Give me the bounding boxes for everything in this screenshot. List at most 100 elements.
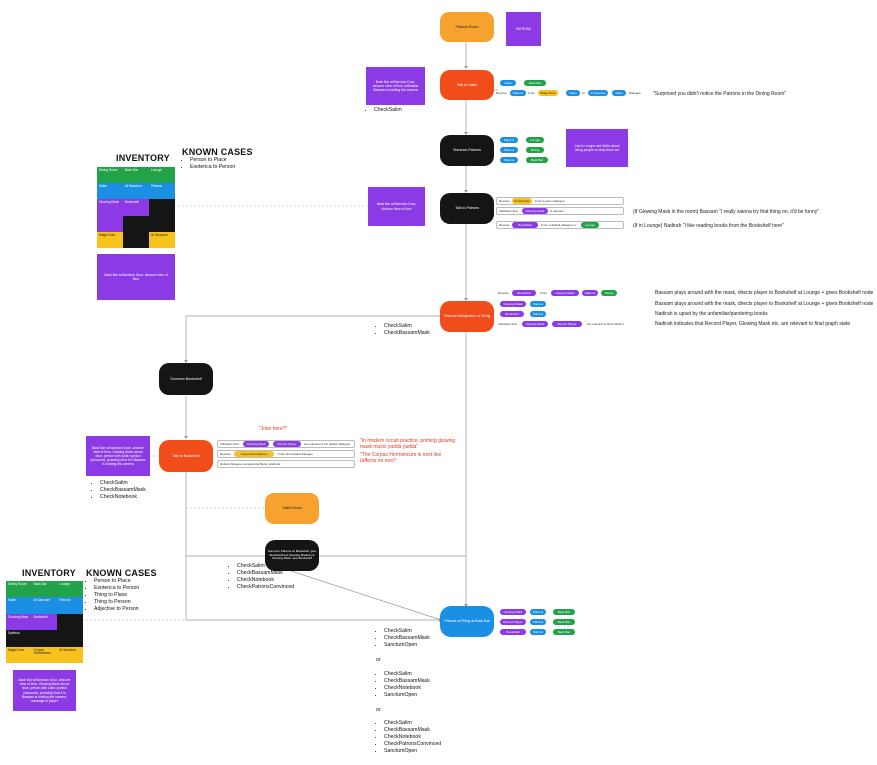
inventory-cell[interactable]: [31, 630, 58, 647]
inventory-cell[interactable]: At Sanctum: [123, 183, 149, 200]
known-case-item: Esoterica to Person: [190, 164, 235, 171]
inventory-cell[interactable]: Magic Door: [6, 646, 32, 663]
known-case-item: Thing to Place: [94, 592, 139, 599]
patrons-room-node[interactable]: Patrons Room: [440, 12, 494, 42]
inventory-cell[interactable]: Salim: [6, 597, 32, 614]
pill: Glowing Mask: [243, 441, 269, 447]
known-cases-title-1: KNOWN CASES: [182, 147, 253, 157]
pill: Corpus Hermeticum: [234, 451, 274, 457]
dialogue-row: [496, 221, 624, 229]
pill: Patrons: [530, 311, 546, 317]
corpus-note: "The Corpus Hermeticum is next line (aff…: [360, 452, 442, 465]
known-case-item: Person to Place: [94, 578, 139, 585]
salim-room-node[interactable]: Salim Room: [265, 493, 319, 524]
known-case-item: Adjective to Person: [94, 606, 139, 613]
label: are relevant to 1st default dialogue: [304, 442, 351, 446]
adjective-quote-2: Bassam plays around with the mask, direc…: [655, 301, 874, 307]
known-case-item: Esoterica to Person: [94, 585, 139, 592]
pill: Salim: [612, 90, 626, 96]
label: Dialogue: [629, 91, 641, 95]
inventory-cell[interactable]: [57, 613, 83, 631]
pill: Back Bar: [553, 619, 575, 625]
patrons-thing-backbar-node[interactable]: Patrons w/Thing at Back Bar: [440, 606, 494, 637]
check-item: SanctumOpen: [384, 748, 441, 755]
check-item: CheckBassamMask: [384, 635, 430, 642]
patrons-adjective-node[interactable]: Patrons w/Adjective or Thing: [440, 301, 494, 332]
bookshelf-checks: CheckSalim CheckBassamMask CheckNotebook: [92, 480, 146, 501]
inventory-cell[interactable]: Spiritual: [6, 630, 32, 647]
summon-patrons-bookshelf-node[interactable]: Summon Patrons w/ Bookshelf, give Booksh…: [265, 540, 319, 571]
label: are relevant to final solution: [587, 322, 624, 326]
check-item: CheckNotebook: [384, 734, 441, 741]
inventory-cell[interactable]: [123, 231, 149, 248]
or-label: or: [376, 707, 381, 713]
joke-note: "Joke here?": [259, 426, 288, 432]
inventory-cell[interactable]: [97, 215, 123, 232]
inventory-cell[interactable]: Bookshelf: [31, 613, 58, 631]
check-item: CheckNotebook: [384, 685, 430, 692]
summon-bookshelf-node[interactable]: Summon Bookshelf: [159, 363, 213, 395]
pill: Patrons: [530, 609, 546, 615]
inventory-cell[interactable]: Glowing Mask: [6, 613, 32, 631]
talk-bookshelf-node[interactable]: Talk to Bookshelf: [159, 440, 213, 472]
inventory-cell[interactable]: Magic Door: [97, 231, 123, 248]
patrons-talk-note: Back Bar w/Sanctum Door, obscure view of…: [368, 187, 425, 226]
pill: At Sanctum: [588, 90, 608, 96]
check-item: CheckSalim: [100, 480, 146, 487]
inventory-cell[interactable]: At Sanctum: [149, 231, 175, 248]
label: Receive: [220, 452, 231, 456]
label: From 2nd default dialogue: [278, 452, 313, 456]
patrons-quote-2: (If in Lounge) Nadirah "I like reading b…: [633, 223, 784, 229]
pill: At Sanctum: [512, 198, 532, 204]
talk-salim-node[interactable]: Talk to Salim: [440, 70, 494, 100]
final-checks-b: CheckSalim CheckBassamMask CheckNotebook…: [376, 671, 430, 699]
inventory-cell[interactable]: [149, 215, 175, 232]
check-item: SanctumOpen: [384, 692, 430, 699]
inventory-cell[interactable]: [123, 215, 149, 232]
label: Receive: [496, 91, 507, 95]
pill: Bookshelf: [500, 311, 524, 317]
inventory-cell[interactable]: Back Bar: [31, 581, 58, 598]
salim-quote: "Surprised you didn't notice the Patrons…: [653, 91, 787, 97]
check-item: CheckNotebook: [237, 577, 294, 584]
inventory-note-2: Back Bar w/Sanctum Door, obscure view of…: [13, 670, 76, 711]
inventory-cell[interactable]: Dining Room: [97, 167, 123, 184]
pill: Glowing Mask: [551, 290, 579, 296]
label: Indication that: [220, 442, 239, 446]
inventory-grid-1: Dining Room Back Bar Lounge Salim At San…: [97, 167, 175, 248]
summon-pb-checks: CheckSalim CheckBassamMask CheckNotebook…: [229, 563, 294, 591]
pill: Record Player: [552, 321, 582, 327]
inventory-cell[interactable]: Back Bar: [123, 167, 149, 184]
adjective-quote-3: Nadirah is upset by the unfamiliar/pande…: [655, 311, 768, 317]
inventory-cell[interactable]: Salim: [97, 183, 123, 200]
inventory-cell[interactable]: Corpus Hermeticum: [31, 646, 58, 663]
pill: Dining: [601, 290, 617, 296]
inventory-cell[interactable]: Patrons: [57, 597, 83, 614]
pill: Dining: [526, 147, 544, 153]
inventory-cell[interactable]: At Sanctum: [31, 597, 58, 614]
pill: Glowing Mask: [522, 208, 548, 214]
inventory-cell[interactable]: Lounge: [149, 167, 175, 184]
check-item: CheckBassamMask: [100, 487, 146, 494]
inventory-cell[interactable]: Patrons: [149, 183, 175, 200]
talk-patrons-node[interactable]: Talk to Patrons: [440, 193, 494, 224]
label: is relevant: [550, 209, 564, 213]
pill: Patrons: [500, 157, 518, 163]
inventory-cell[interactable]: Bookshelf: [123, 199, 149, 216]
inventory-cell[interactable]: Glowing Mask: [97, 199, 123, 216]
check-item: CheckSalim: [384, 671, 430, 678]
inventory-cell[interactable]: [57, 630, 83, 647]
inventory-title-1: INVENTORY: [116, 153, 170, 163]
label: From: [540, 291, 547, 295]
inventory-note-1: Back Bar w/Sanctum Door, obscure view of…: [97, 254, 175, 300]
inventory-cell[interactable]: [149, 199, 175, 216]
inventory-cell[interactable]: Lounge: [57, 581, 83, 598]
label: Indication that: [499, 209, 518, 213]
occult-note: "In modern occult practice, priming glow…: [360, 438, 456, 451]
summon-patrons-node[interactable]: Summon Patrons: [440, 135, 494, 166]
pill: Lounge: [526, 137, 544, 143]
pill: Glowing Mask: [500, 301, 526, 307]
inventory-cell[interactable]: At Sanctum: [57, 646, 83, 663]
inventory-cell[interactable]: Dining Room: [6, 581, 32, 598]
